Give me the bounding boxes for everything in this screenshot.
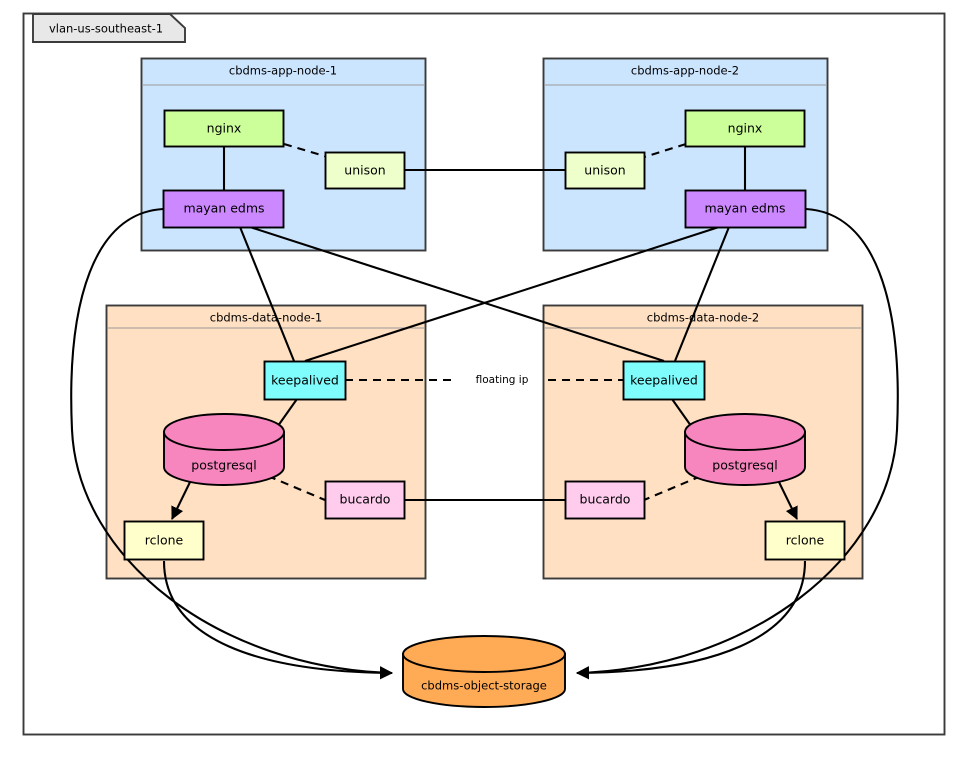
group-data-node-1-title: cbdms-data-node-1 xyxy=(210,311,322,325)
edge-label-floating-ip: floating ip xyxy=(476,374,529,386)
edge-nginx2-unison2 xyxy=(640,142,687,160)
edge-postgresql2-bucardo2 xyxy=(643,475,702,501)
component-mayan-edms-1-label: mayan edms xyxy=(183,201,264,216)
component-keepalived-1-label: keepalived xyxy=(271,373,339,388)
component-rclone-2-label: rclone xyxy=(786,533,825,548)
component-keepalived-1[interactable] xyxy=(263,360,347,401)
component-unison-2[interactable] xyxy=(564,151,646,190)
component-rclone-2[interactable] xyxy=(764,520,846,561)
edge-rclone2-objectstorage xyxy=(575,560,807,680)
component-rclone-1[interactable] xyxy=(123,520,205,561)
component-nginx-2[interactable] xyxy=(684,109,806,148)
component-postgresql-1-label: postgresql xyxy=(191,458,256,473)
component-mayan-edms-2-label: mayan edms xyxy=(704,201,785,216)
edge-mayan1-keepalived1 xyxy=(239,226,295,362)
component-keepalived-2[interactable] xyxy=(622,360,706,401)
component-nginx-1-label: nginx xyxy=(207,121,242,136)
component-postgresql-1[interactable] xyxy=(163,413,285,486)
component-object-storage-label: cbdms-object-storage xyxy=(421,679,547,693)
component-unison-2-label: unison xyxy=(584,163,625,178)
component-bucardo-1-label: bucardo xyxy=(340,492,391,507)
edge-mayan1-keepalived2 xyxy=(249,226,665,362)
component-bucardo-2[interactable] xyxy=(564,480,646,520)
component-object-storage[interactable] xyxy=(402,635,566,708)
edge-mayan1-objectstorage xyxy=(70,207,394,680)
component-rclone-1-label: rclone xyxy=(145,533,184,548)
component-bucardo-1[interactable] xyxy=(324,480,406,520)
edge-postgresql1-bucardo1 xyxy=(267,475,326,501)
component-unison-1-label: unison xyxy=(344,163,385,178)
edge-mayan2-keepalived1 xyxy=(304,226,720,362)
edge-mayan2-objectstorage xyxy=(575,207,899,680)
zone-label: vlan-us-southeast-1 xyxy=(49,22,163,36)
component-postgresql-2-label: postgresql xyxy=(712,458,777,473)
component-mayan-edms-2[interactable] xyxy=(684,189,807,229)
edge-rclone1-objectstorage xyxy=(162,560,394,680)
component-unison-1[interactable] xyxy=(324,151,406,190)
component-keepalived-2-label: keepalived xyxy=(630,373,698,388)
component-nginx-2-label: nginx xyxy=(728,121,763,136)
group-app-node-1-title: cbdms-app-node-1 xyxy=(229,64,337,78)
zone-frame xyxy=(22,12,946,736)
edge-mayan2-keepalived2 xyxy=(674,226,730,362)
component-postgresql-2[interactable] xyxy=(684,413,806,486)
group-app-node-2-title: cbdms-app-node-2 xyxy=(631,64,739,78)
component-nginx-1[interactable] xyxy=(163,109,285,148)
edge-postgresql2-rclone2 xyxy=(776,477,798,520)
component-bucardo-2-label: bucardo xyxy=(580,492,631,507)
edge-postgresql1-rclone1 xyxy=(171,477,193,520)
zone-tab xyxy=(32,13,186,43)
group-data-node-2-title: cbdms-data-node-2 xyxy=(647,311,759,325)
component-mayan-edms-1[interactable] xyxy=(162,189,285,229)
